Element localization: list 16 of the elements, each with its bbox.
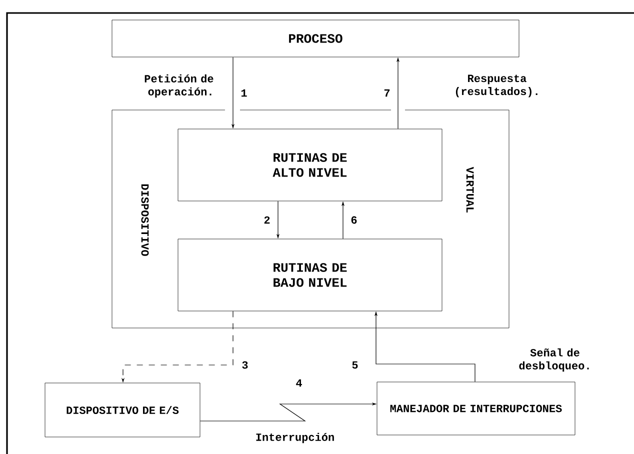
process-box: DISPOSITIVO DE E/S: [44, 382, 200, 438]
note-text: Señal de desbloqueo.: [519, 348, 589, 372]
edge-label: 4: [296, 379, 302, 387]
process-box: RUTINAS DE BAJO NIVEL: [178, 238, 442, 312]
process-box: PROCESO: [112, 20, 520, 58]
process-box: RUTINAS DE ALTO NIVEL: [178, 128, 442, 202]
edge-label: 3: [242, 361, 248, 369]
edge-label: 1: [241, 89, 247, 97]
edge-label: 2: [264, 216, 270, 224]
note-text: Respuesta (resultados).: [456, 74, 538, 98]
note-text: Petición de operación.: [144, 74, 214, 98]
process-box: MANEJADOR DE INTERRUPCIONES: [376, 382, 576, 436]
edge-label: 7: [384, 89, 390, 97]
edge-label: 6: [351, 216, 357, 224]
note-text: Interrupción: [256, 432, 334, 444]
edge-label: 5: [352, 361, 358, 369]
